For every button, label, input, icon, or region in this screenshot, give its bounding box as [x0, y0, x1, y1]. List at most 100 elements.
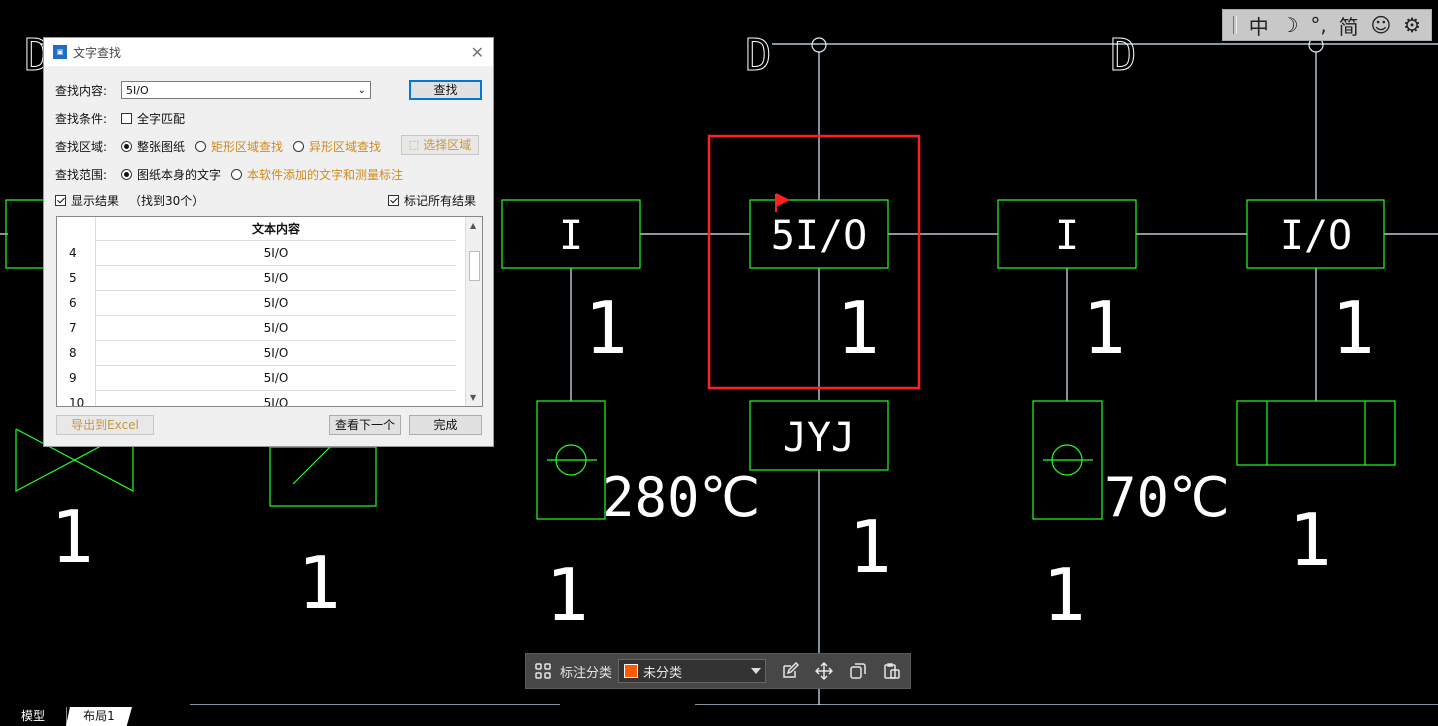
mark-all-option[interactable]: 标记所有结果 [388, 192, 476, 209]
layout-tabs-bar: 模型 布局1 [0, 705, 1438, 726]
whole-word-option[interactable]: 全字匹配 [121, 110, 185, 127]
cad-text: I [559, 213, 583, 259]
whole-word-label: 全字匹配 [137, 111, 186, 126]
tab-model[interactable]: 模型 [0, 707, 67, 726]
ime-toolbar[interactable]: 中 ☽ °, 简 ☺ ⚙ [1222, 9, 1432, 41]
area-whole-drawing-label: 整张图纸 [137, 139, 186, 154]
scroll-down-icon[interactable]: ▼ [470, 393, 477, 402]
ime-grip-handle[interactable] [1232, 16, 1237, 34]
find-content-label: 查找内容: [55, 83, 108, 98]
find-range-label: 查找范围: [55, 167, 108, 182]
find-area-row: 查找区域: 整张图纸 矩形区域查找 异形区域查找 [55, 136, 391, 156]
temperature-label: 70℃ [1104, 466, 1230, 529]
area-rect-radio[interactable] [195, 140, 207, 152]
range-drawing-text-radio[interactable] [121, 168, 132, 180]
paste-icon[interactable] [880, 659, 904, 683]
ime-settings-gear-icon[interactable]: ⚙ [1403, 13, 1422, 37]
tab-layout1[interactable]: 布局1 [66, 707, 132, 726]
chevron-down-icon[interactable] [751, 668, 762, 674]
range-added-text-option[interactable]: 本软件添加的文字和测量标注 [231, 166, 403, 183]
ime-simplified-icon[interactable]: 简 [1338, 14, 1359, 39]
category-selected-value: 未分类 [643, 665, 683, 681]
range-drawing-text-option[interactable]: 图纸本身的文字 [121, 166, 221, 183]
edit-icon[interactable] [778, 659, 802, 683]
row-index: 9 [57, 366, 96, 391]
cad-number: 1 [1082, 286, 1125, 370]
find-button[interactable]: 查找 [409, 80, 482, 100]
range-drawing-text-label: 图纸本身的文字 [137, 167, 222, 182]
close-icon[interactable]: ✕ [470, 43, 484, 62]
row-text: 5I/O [96, 366, 456, 391]
ime-chinese-mode-icon[interactable]: 中 [1248, 14, 1269, 39]
row-index: 8 [57, 341, 96, 366]
results-table-header: 文本内容 [57, 217, 482, 241]
annotation-category-label: 标注分类 [560, 665, 613, 681]
bus-label: D [745, 30, 772, 81]
ime-punctuation-icon[interactable]: °, [1310, 13, 1327, 37]
range-added-text-radio[interactable] [231, 168, 243, 180]
cad-text: 5I/O [771, 213, 867, 259]
scroll-thumb[interactable] [469, 251, 480, 281]
cad-number: 1 [848, 505, 891, 589]
find-condition-row: 查找条件: 全字匹配 [55, 108, 195, 128]
area-whole-drawing-option[interactable]: 整张图纸 [121, 138, 185, 155]
cad-number: 1 [50, 495, 93, 579]
cad-number: 1 [297, 541, 340, 625]
row-text: 5I/O [96, 316, 456, 341]
find-content-combobox[interactable]: 5I/O ⌄ [121, 81, 371, 99]
cad-number: 1 [1042, 553, 1085, 637]
mark-all-checkbox[interactable] [388, 194, 399, 206]
find-area-label: 查找区域: [55, 139, 108, 154]
text-content-header[interactable]: 文本内容 [96, 217, 456, 241]
export-excel-button[interactable]: 导出到Excel [56, 415, 154, 435]
area-rect-option[interactable]: 矩形区域查找 [195, 138, 283, 155]
move-icon[interactable] [812, 659, 836, 683]
done-button[interactable]: 完成 [409, 415, 482, 435]
area-irregular-label: 异形区域查找 [309, 139, 382, 154]
row-index: 10 [57, 391, 96, 406]
ime-moon-icon[interactable]: ☽ [1280, 13, 1299, 37]
app-logo-icon: ▣ [53, 45, 67, 59]
row-index: 7 [57, 316, 96, 341]
ime-emoji-icon[interactable]: ☺ [1370, 13, 1392, 37]
dialog-title: 文字查找 [73, 45, 122, 60]
mark-all-label: 标记所有结果 [404, 193, 477, 208]
cad-number: 1 [545, 553, 588, 637]
found-count: （找到30个） [129, 193, 205, 208]
view-next-button[interactable]: 查看下一个 [329, 415, 401, 435]
area-whole-drawing-radio[interactable] [121, 140, 132, 152]
whole-word-checkbox[interactable] [121, 112, 132, 124]
grid-menu-icon[interactable] [531, 659, 555, 683]
select-area-button[interactable]: ⬚ 选择区域 [401, 135, 479, 155]
chevron-down-icon[interactable]: ⌄ [357, 84, 366, 96]
cad-number: 1 [1288, 498, 1331, 582]
copy-icon[interactable] [846, 659, 870, 683]
select-area-icon: ⬚ [408, 138, 420, 151]
annotation-category-dropdown[interactable]: 未分类 [618, 659, 767, 683]
annotation-toolbar: 标注分类 未分类 [525, 653, 911, 689]
find-content-value: 5I/O [126, 83, 149, 97]
area-irregular-radio[interactable] [293, 140, 305, 152]
find-text-dialog: ▣ 文字查找 ✕ 查找内容: 5I/O ⌄ 查找 查找条件: 全字匹配 查找区域… [43, 37, 494, 447]
results-scrollbar[interactable]: ▲ ▼ [465, 217, 482, 406]
row-text: 5I/O [96, 291, 456, 316]
show-results-checkbox[interactable] [55, 194, 66, 206]
area-rect-label: 矩形区域查找 [211, 139, 284, 154]
show-results-row: 显示结果 （找到30个） [55, 190, 204, 210]
dialog-titlebar[interactable]: ▣ 文字查找 ✕ [44, 38, 493, 66]
area-irregular-option[interactable]: 异形区域查找 [293, 138, 381, 155]
show-results-option[interactable]: 显示结果 [55, 192, 119, 209]
row-text: 5I/O [96, 341, 456, 366]
cad-number: 1 [1331, 286, 1374, 370]
row-index: 6 [57, 291, 96, 316]
scroll-up-icon[interactable]: ▲ [470, 221, 477, 230]
